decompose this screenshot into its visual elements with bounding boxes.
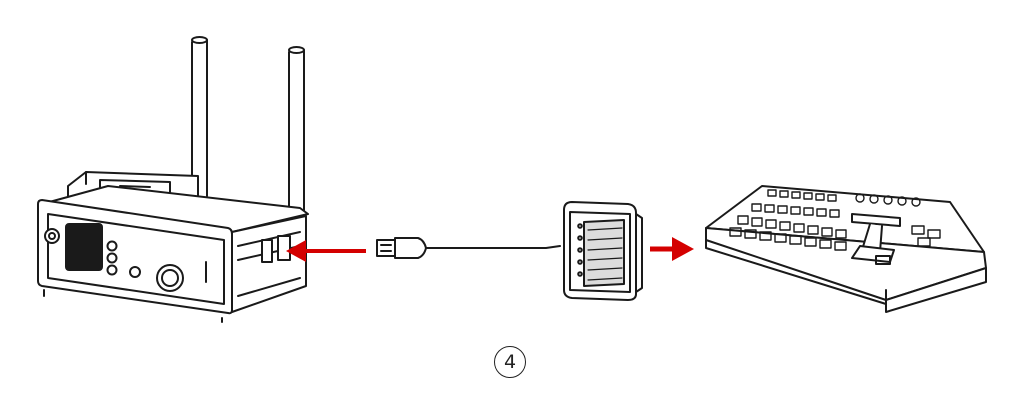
usb-connector-icon xyxy=(376,237,427,259)
arrow-capture-to-switcher xyxy=(650,237,694,261)
usb-cable xyxy=(425,245,561,249)
arrow-usb-to-receiver xyxy=(286,240,366,262)
video-switcher-icon xyxy=(705,185,987,313)
antenna-left xyxy=(191,36,208,197)
antenna-right xyxy=(288,46,305,215)
step-number-badge: 4 xyxy=(494,346,526,378)
wireless-receiver-icon xyxy=(37,36,309,323)
capture-box-icon xyxy=(563,201,643,301)
